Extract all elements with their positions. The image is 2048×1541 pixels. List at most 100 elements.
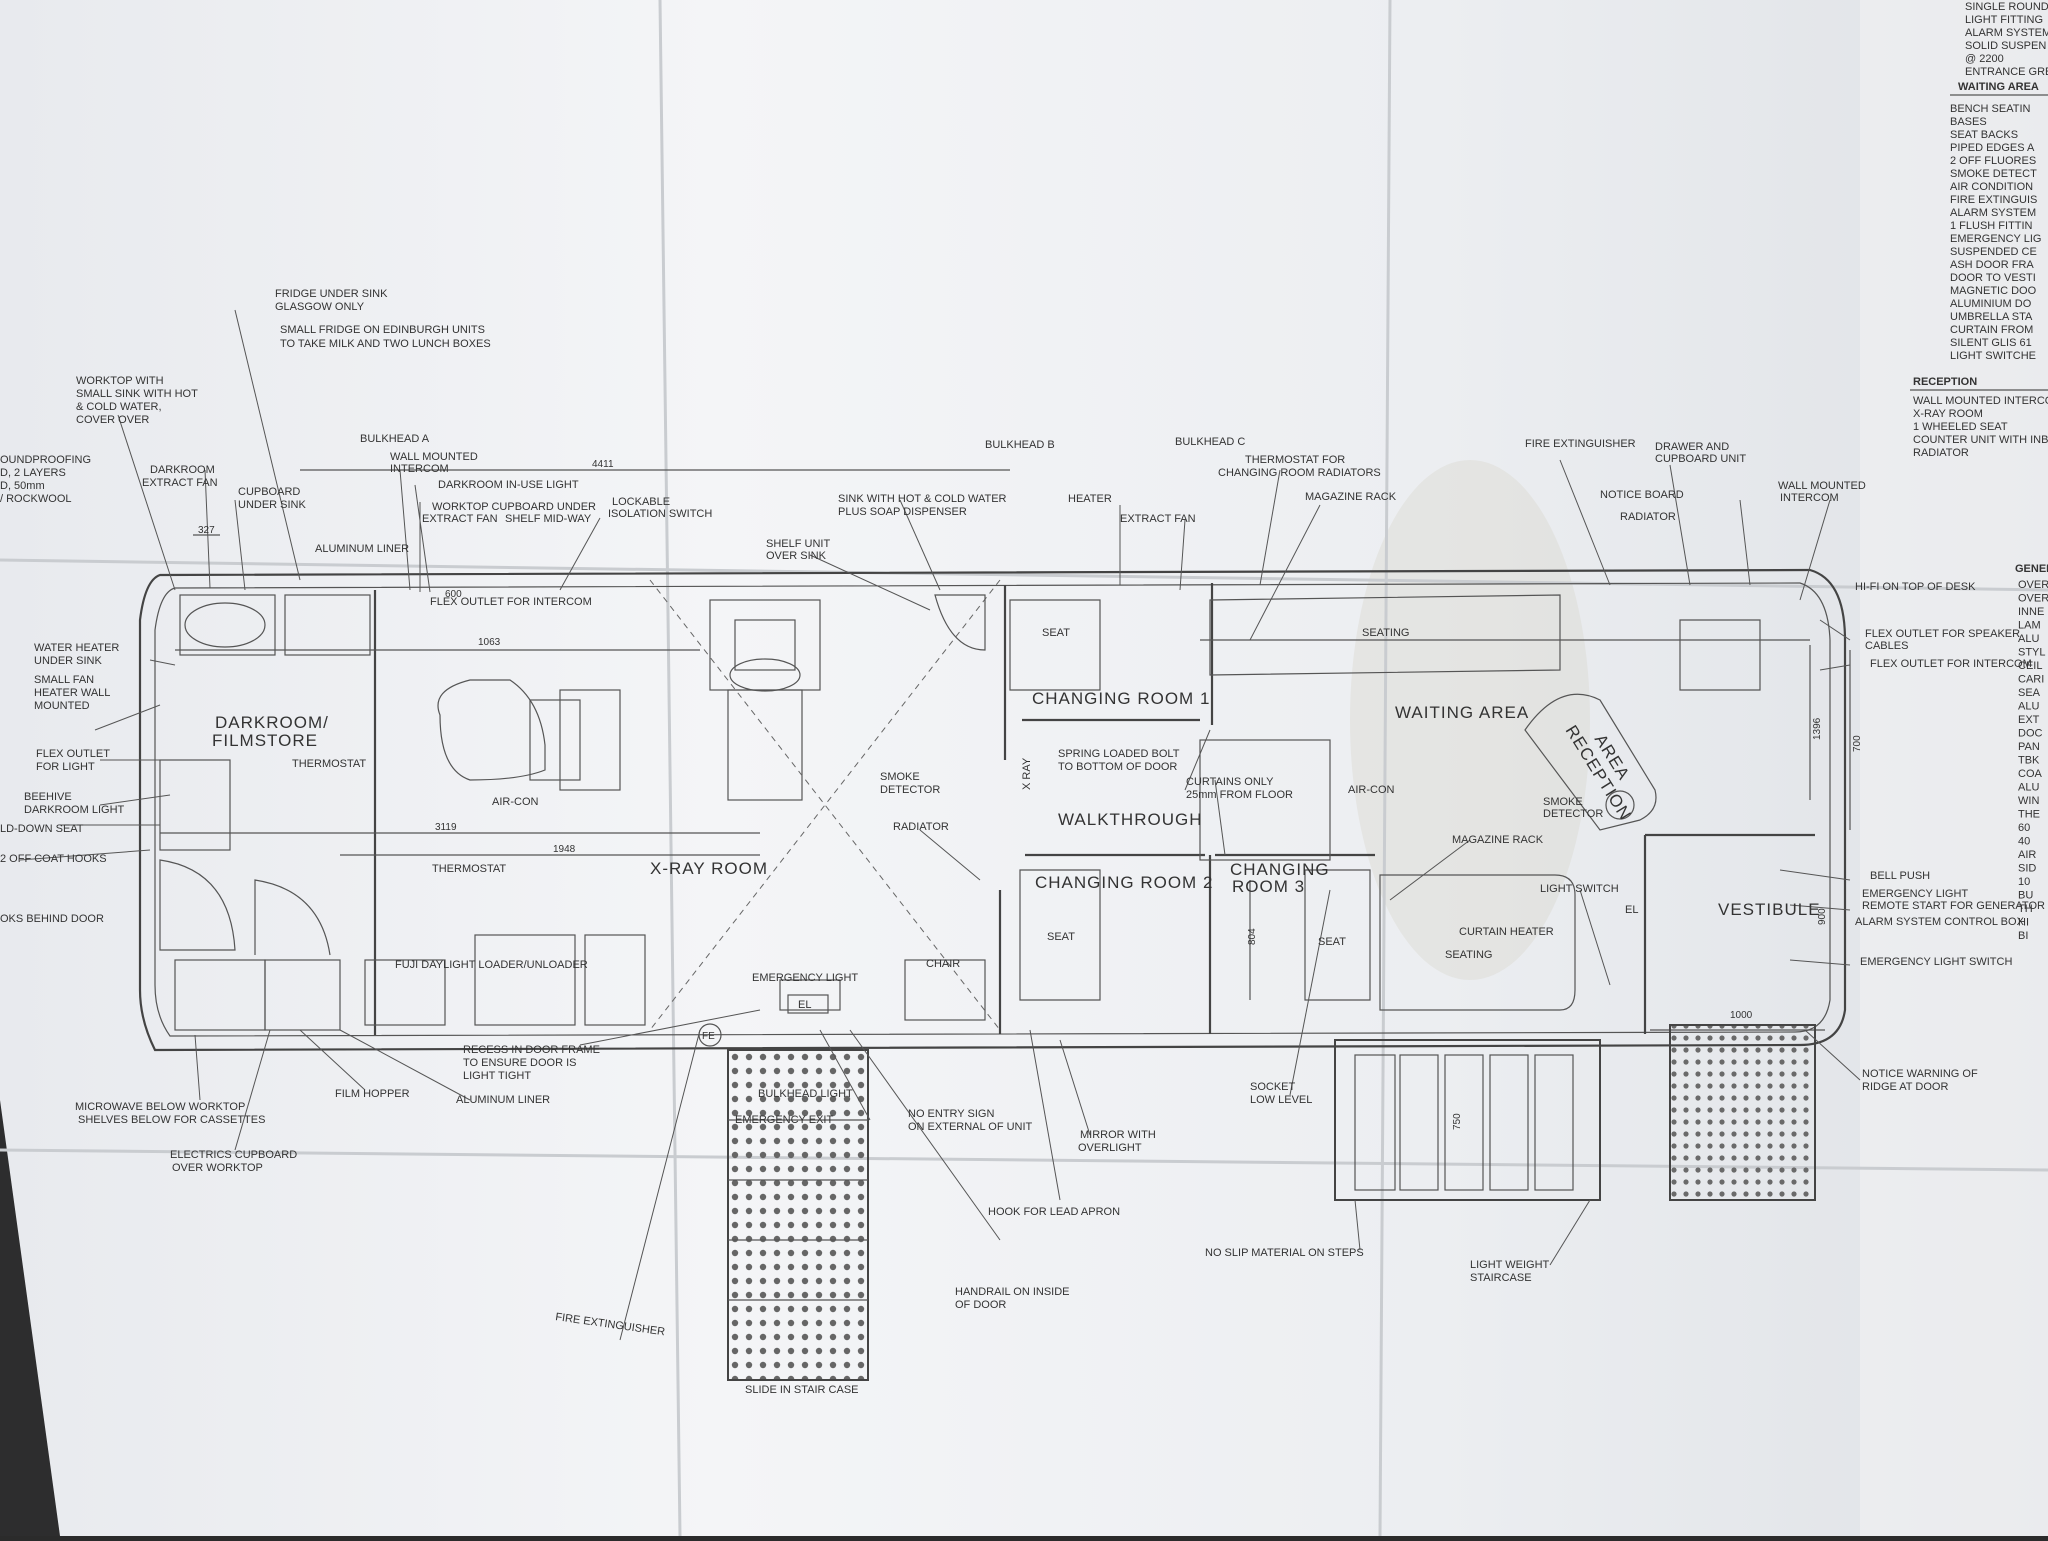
spec-top-item-2: ALARM SYSTEM [1965, 27, 2048, 39]
label-notice-ridge-1: NOTICE WARNING OF [1862, 1068, 1978, 1080]
spec-reception-item-2: 1 WHEELED SEAT [1913, 421, 2008, 433]
dim-1063: 1063 [478, 637, 501, 648]
spec-general-item-1: OVERA [2018, 593, 2048, 605]
label-seating-1: SEATING [1362, 627, 1409, 639]
label-emergency-switch: EMERGENCY LIGHT SWITCH [1860, 956, 2012, 968]
label-electrics-1: ELECTRICS CUPBOARD [170, 1149, 297, 1161]
label-recess-3: LIGHT TIGHT [463, 1070, 531, 1082]
spec-general-item-26: BI [2018, 930, 2028, 942]
label-flex-intercom-2: FLEX OUTLET FOR INTERCOM [1870, 658, 2032, 670]
room-darkroom-1: DARKROOM/ [215, 713, 329, 732]
label-no-entry-1: NO ENTRY SIGN [908, 1108, 994, 1120]
label-seating-2: SEATING [1445, 949, 1492, 961]
label-flex-light-1: FLEX OUTLET [36, 748, 110, 760]
label-fire-extinguisher-top: FIRE EXTINGUISHER [1525, 438, 1636, 450]
room-changing-3b: ROOM 3 [1232, 877, 1305, 896]
spec-waiting-item-9: 1 FLUSH FITTIN [1950, 220, 2033, 232]
label-emergency-light: EMERGENCY LIGHT [752, 972, 858, 984]
label-smoke-detector-2a: SMOKE [1543, 796, 1583, 808]
label-spring-bolt-1: SPRING LOADED BOLT [1058, 748, 1180, 760]
spec-top-item-4: @ 2200 [1965, 53, 2004, 65]
label-heater: HEATER [1068, 493, 1112, 505]
label-curtains-2: 25mm FROM FLOOR [1186, 789, 1293, 801]
label-mirror-2: OVERLIGHT [1078, 1142, 1142, 1154]
spec-top-item-0: SINGLE ROUND [1965, 1, 2048, 13]
label-lockable-1: LOCKABLE [612, 496, 670, 508]
label-small-fan-1: SMALL FAN [34, 674, 94, 686]
spec-top-item-1: LIGHT FITTING [1965, 14, 2043, 26]
spec-waiting-heading: WAITING AREA [1958, 81, 2039, 93]
dim-4411: 4411 [592, 459, 614, 470]
label-radiator-2: RADIATOR [1620, 511, 1676, 523]
label-smoke-detector-1b: DETECTOR [880, 784, 940, 796]
label-microwave-2: SHELVES BELOW FOR CASSETTES [78, 1114, 265, 1126]
dim-700: 700 [1852, 735, 1863, 752]
label-lockable-2: ISOLATION SWITCH [608, 508, 712, 520]
label-recess-2: TO ENSURE DOOR IS [463, 1057, 576, 1069]
leader-lines [19, 309, 1861, 1341]
label-notice-board: NOTICE BOARD [1600, 489, 1684, 501]
label-hook-apron: HOOK FOR LEAD APRON [988, 1206, 1120, 1218]
spec-general-item-0: OVERA [2018, 579, 2048, 591]
label-small-fridge: SMALL FRIDGE ON EDINBURGH UNITS [280, 324, 485, 336]
spec-general-item-7: CARI [2018, 674, 2044, 686]
label-el-1: EL [798, 999, 811, 1011]
spec-general-item-11: DOC [2018, 728, 2043, 740]
spec-waiting-item-12: ASH DOOR FRA [1950, 259, 2034, 271]
spec-general-item-9: ALU [2018, 701, 2039, 713]
label-beehive-2: DARKROOM LIGHT [24, 804, 125, 816]
spec-waiting-item-2: SEAT BACKS [1950, 129, 2018, 141]
label-thermostat-cr-2: CHANGING ROOM RADIATORS [1218, 467, 1381, 479]
label-fridge-under-sink: FRIDGE UNDER SINK [275, 288, 388, 300]
spec-waiting-item-17: CURTAIN FROM [1950, 324, 2033, 336]
label-remote-start: REMOTE START FOR GENERATOR [1862, 900, 2045, 912]
label-worktop-3: & COLD WATER, [76, 401, 162, 413]
label-drawer-1: DRAWER AND [1655, 441, 1729, 453]
spec-general-item-6: CEIL [2018, 660, 2042, 672]
label-light-staircase-1: LIGHT WEIGHT [1470, 1259, 1550, 1271]
label-smoke-detector-2b: DETECTOR [1543, 808, 1603, 820]
room-changing-3a: CHANGING [1230, 860, 1330, 879]
spec-waiting-item-19: LIGHT SWITCHE [1950, 350, 2036, 362]
label-hifi: HI-FI ON TOP OF DESK [1855, 581, 1976, 593]
spec-reception-item-3: COUNTER UNIT WITH INBUILT DRAW [1913, 434, 2048, 446]
label-seat-1: SEAT [1042, 627, 1070, 639]
label-worktop-cupboard: WORKTOP CUPBOARD UNDER [432, 501, 596, 513]
light-weight-staircase [1334, 1024, 1816, 1201]
label-emergency-exit: EMERGENCY EXIT [735, 1114, 833, 1126]
label-spring-bolt-2: TO BOTTOM OF DOOR [1058, 761, 1177, 773]
room-waiting-area: WAITING AREA [1395, 703, 1529, 722]
label-coat-hooks: 2 OFF COAT HOOKS [0, 853, 107, 865]
label-worktop-4: COVER OVER [76, 414, 149, 426]
label-no-entry-2: ON EXTERNAL OF UNIT [908, 1121, 1033, 1133]
label-aircon-2: AIR-CON [1348, 784, 1395, 796]
label-soundproofing-2: D, 2 LAYERS [0, 467, 66, 479]
label-hooks-behind-door: OKS BEHIND DOOR [0, 913, 104, 925]
label-aircon-1: AIR-CON [492, 796, 539, 808]
label-bell-push: BELL PUSH [1870, 870, 1930, 882]
room-walkthrough: WALKTHROUGH [1058, 810, 1203, 829]
spec-waiting-item-14: MAGNETIC DOO [1950, 285, 2037, 297]
label-beehive-1: BEEHIVE [24, 791, 72, 803]
spec-waiting-item-11: SUSPENDED CE [1950, 246, 2037, 258]
spec-waiting-item-16: UMBRELLA STA [1950, 311, 2033, 323]
spec-reception-item-0: WALL MOUNTED INTERCOM TO [1913, 395, 2048, 407]
label-wall-intercom-r1: WALL MOUNTED [1778, 480, 1866, 492]
label-glasgow-only: GLASGOW ONLY [275, 301, 365, 313]
label-thermostat-2: THERMOSTAT [432, 863, 506, 875]
label-flex-intercom: FLEX OUTLET FOR INTERCOM [430, 596, 592, 608]
label-thermostat-cr-1: THERMOSTAT FOR [1245, 454, 1345, 466]
label-darkroom-fan-1: DARKROOM [150, 464, 215, 476]
label-seat-3: SEAT [1318, 936, 1346, 948]
spec-reception-heading: RECEPTION [1913, 376, 1977, 388]
label-milk-lunch: TO TAKE MILK AND TWO LUNCH BOXES [280, 338, 491, 350]
label-cupboard-2: UNDER SINK [238, 499, 307, 511]
room-darkroom-2: FILMSTORE [212, 731, 318, 750]
spec-waiting-item-15: ALUMINIUM DO [1950, 298, 2032, 310]
spec-reception-item-4: RADIATOR [1913, 447, 1969, 459]
room-xray: X-RAY ROOM [650, 859, 768, 878]
label-magazine-rack-2: MAGAZINE RACK [1452, 834, 1544, 846]
label-worktop-2: SMALL SINK WITH HOT [76, 388, 198, 400]
